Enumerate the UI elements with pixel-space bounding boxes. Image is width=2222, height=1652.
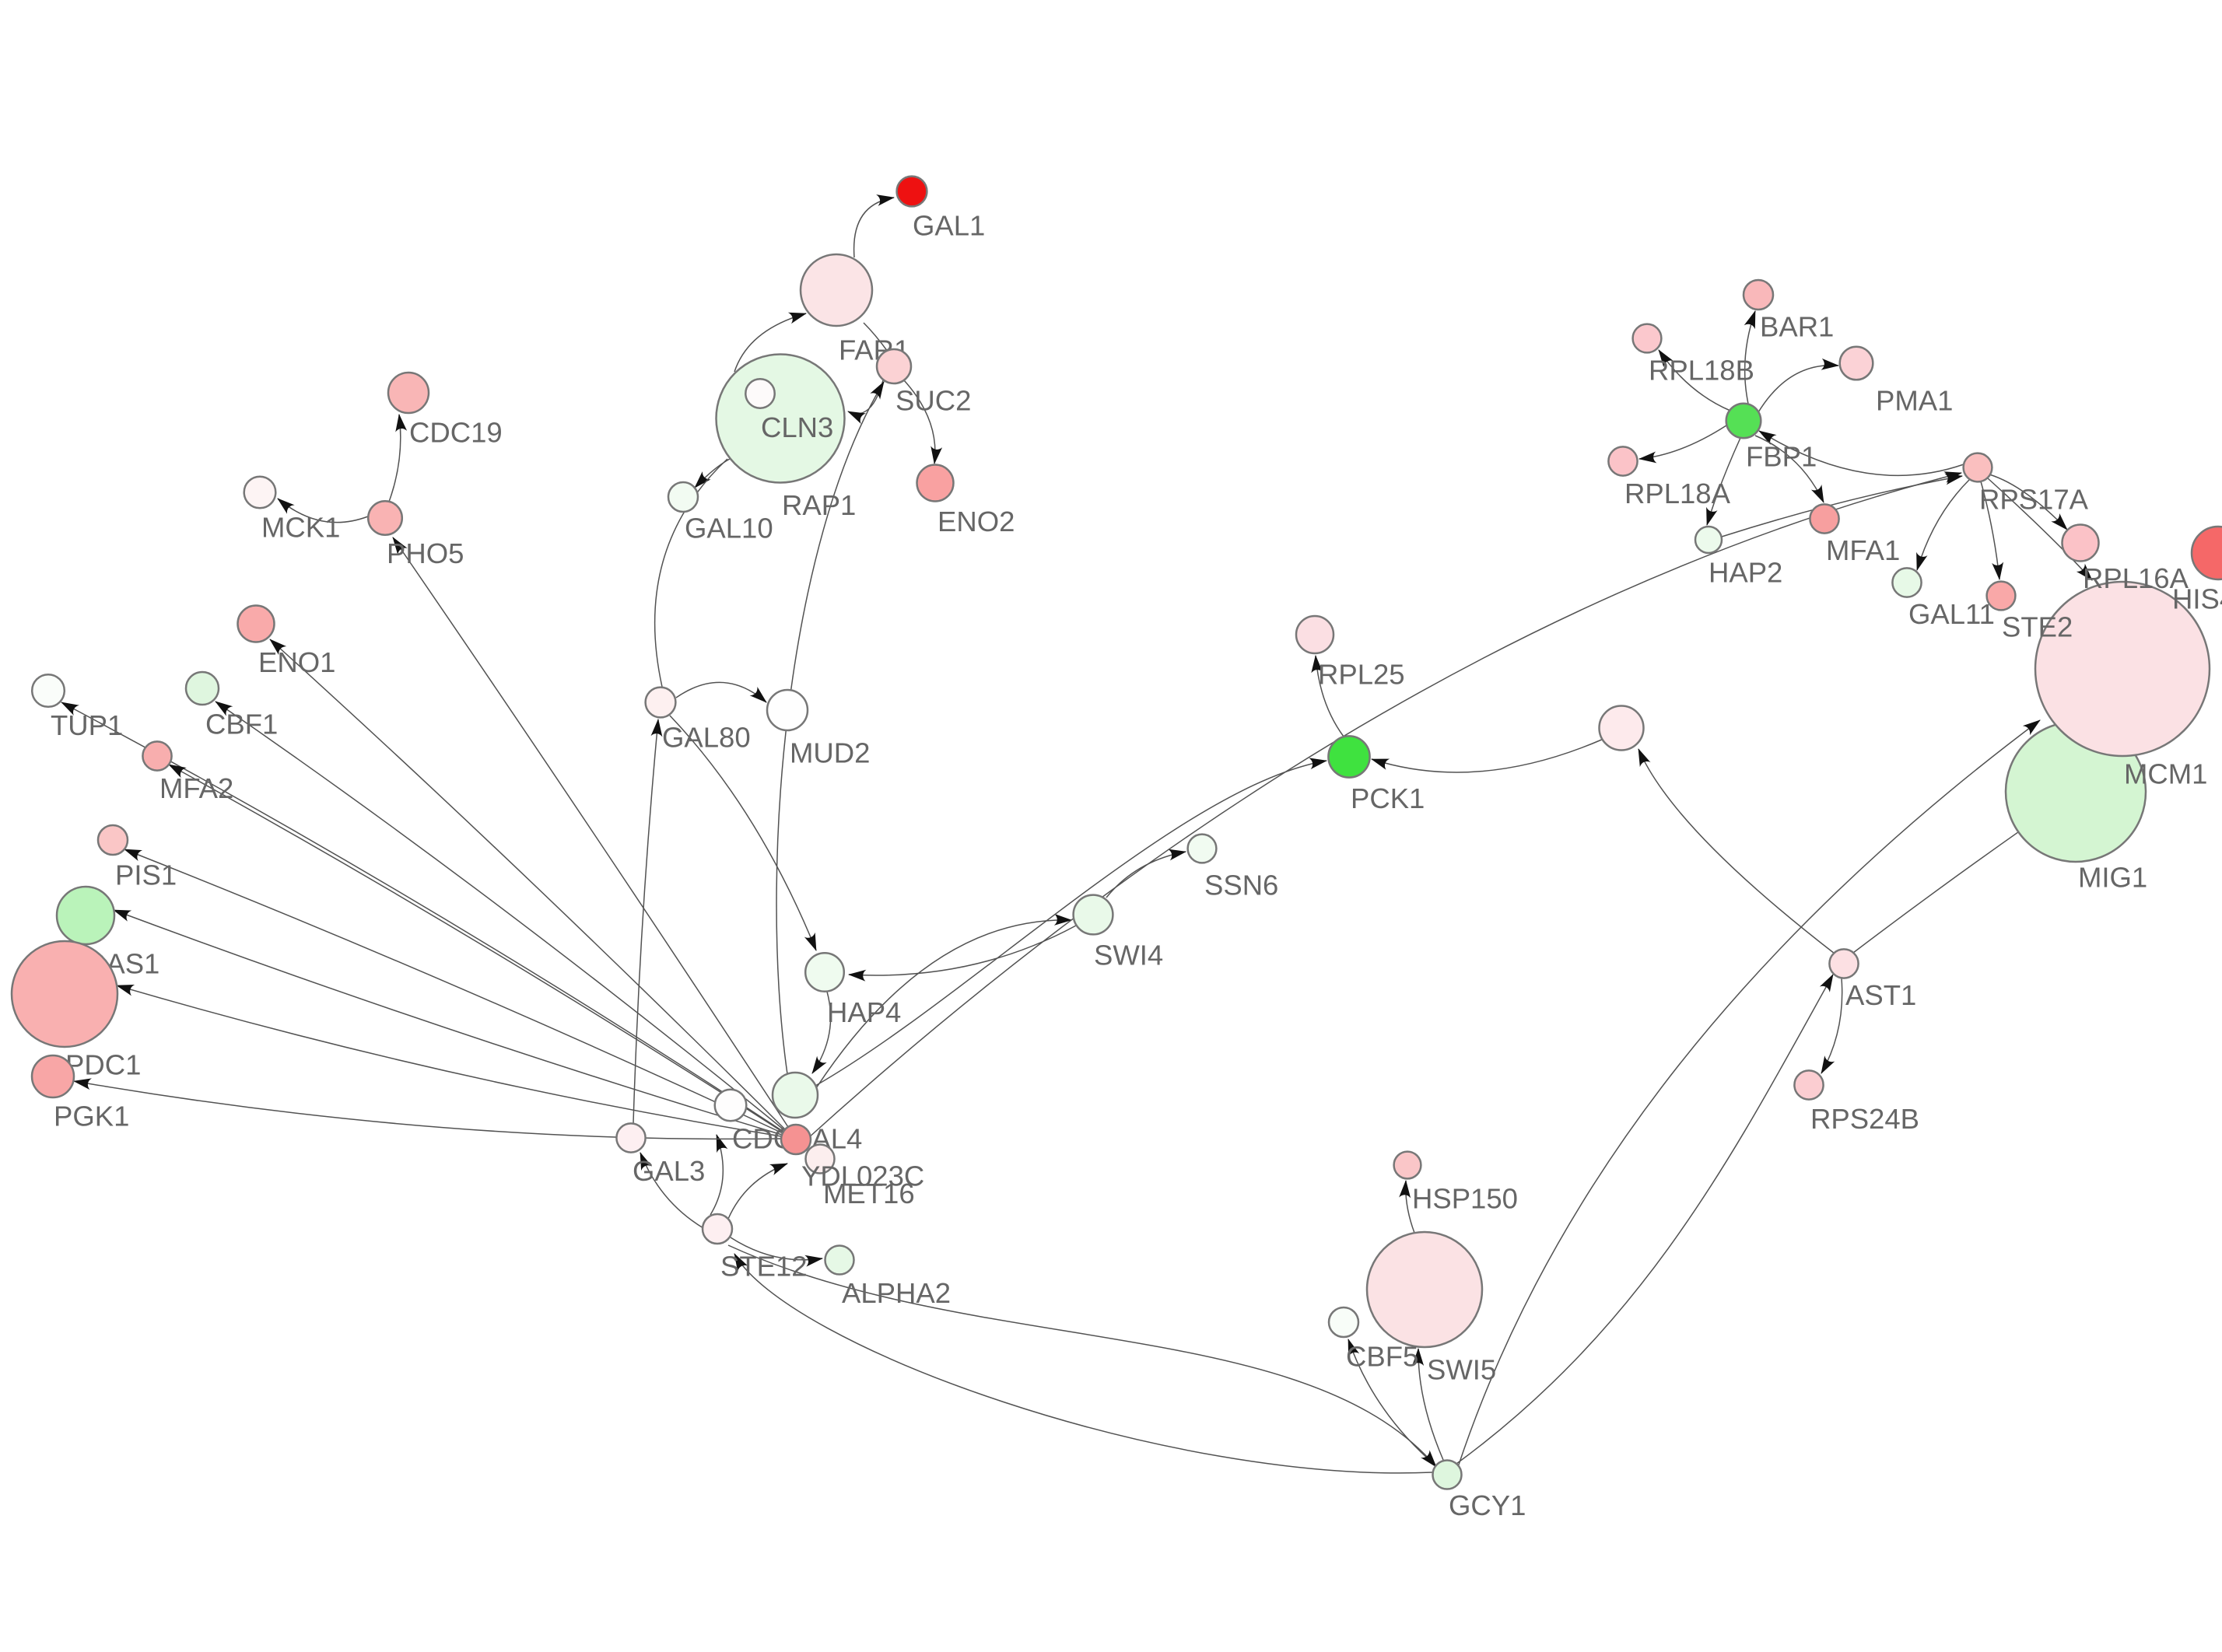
svg-text:YDL023C: YDL023C: [801, 1160, 924, 1192]
svg-text:CLN3: CLN3: [761, 411, 833, 443]
svg-text:SSN6: SSN6: [1204, 870, 1278, 901]
svg-text:MFA1: MFA1: [1826, 534, 1900, 566]
svg-text:STE2: STE2: [2002, 611, 2073, 643]
svg-text:BAR1: BAR1: [1760, 310, 1834, 342]
svg-text:HAP4: HAP4: [827, 996, 901, 1028]
svg-text:HSP150: HSP150: [1412, 1183, 1518, 1215]
svg-text:RAP1: RAP1: [782, 489, 856, 521]
svg-text:ALPHA2: ALPHA2: [842, 1277, 951, 1309]
svg-text:PDC1: PDC1: [65, 1048, 141, 1080]
svg-text:CBF5: CBF5: [1346, 1340, 1418, 1372]
svg-text:RPL25: RPL25: [1318, 658, 1405, 690]
svg-text:PIS1: PIS1: [115, 859, 177, 891]
svg-text:GAL11: GAL11: [1908, 598, 1995, 630]
svg-text:AST1: AST1: [1845, 979, 1916, 1011]
svg-text:PGK1: PGK1: [54, 1100, 129, 1132]
svg-text:CDC19: CDC19: [409, 416, 503, 448]
svg-text:MCK1: MCK1: [261, 512, 340, 544]
svg-text:STE12: STE12: [720, 1250, 808, 1282]
svg-text:RPL16A: RPL16A: [2083, 562, 2189, 594]
svg-text:ENO2: ENO2: [938, 506, 1015, 537]
svg-text:RPS17A: RPS17A: [1979, 484, 2089, 516]
svg-text:RPL18A: RPL18A: [1624, 478, 1731, 509]
svg-text:CBF1: CBF1: [205, 708, 278, 740]
svg-text:SWI5: SWI5: [1427, 1353, 1496, 1385]
svg-text:RPL18B: RPL18B: [1649, 355, 1754, 387]
svg-text:GAL1: GAL1: [913, 210, 985, 242]
svg-text:RPS24B: RPS24B: [1810, 1103, 1919, 1135]
svg-text:HAP2: HAP2: [1709, 556, 1782, 588]
svg-text:HIS4: HIS4: [2172, 583, 2222, 614]
svg-text:PMA1: PMA1: [1876, 385, 1953, 417]
svg-text:GAL80: GAL80: [662, 722, 751, 754]
svg-text:MUD2: MUD2: [790, 737, 870, 768]
svg-text:SWI4: SWI4: [1094, 940, 1163, 971]
svg-text:SUC2: SUC2: [895, 384, 971, 416]
svg-text:GCY1: GCY1: [1449, 1489, 1526, 1521]
svg-text:GAL3: GAL3: [633, 1155, 705, 1187]
svg-text:ENO1: ENO1: [258, 646, 335, 678]
svg-text:MET16: MET16: [823, 1178, 915, 1209]
svg-text:PCK1: PCK1: [1351, 782, 1425, 814]
svg-text:FBP1: FBP1: [1746, 441, 1817, 473]
svg-text:MFA2: MFA2: [159, 772, 233, 804]
svg-text:TUP1: TUP1: [51, 709, 123, 741]
svg-text:PHO5: PHO5: [387, 537, 464, 569]
svg-text:MIG1: MIG1: [2078, 861, 2147, 893]
svg-text:GAL10: GAL10: [685, 512, 773, 544]
svg-text:MCM1: MCM1: [2124, 758, 2207, 789]
